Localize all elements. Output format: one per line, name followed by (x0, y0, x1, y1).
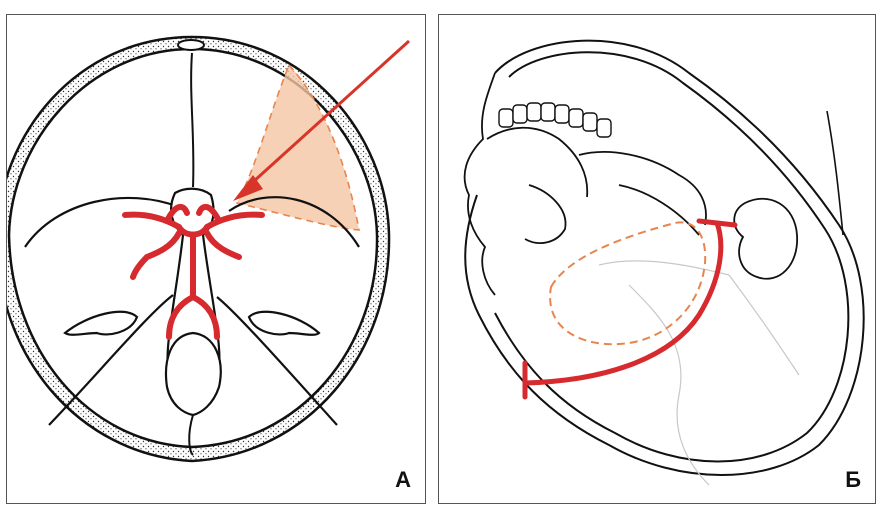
foramen-magnum (166, 333, 221, 415)
crista-galli (191, 53, 193, 187)
ear (734, 199, 797, 279)
face-profile (465, 73, 706, 295)
panel-label-b: Б (845, 467, 861, 493)
panel-b: Б (438, 14, 876, 504)
highlight-region (237, 65, 359, 230)
suture-lines (599, 261, 799, 485)
neck-line (827, 111, 843, 235)
head-position-diagram (439, 15, 877, 505)
dashed-region (550, 222, 705, 344)
panel-a: А (6, 14, 426, 504)
panel-label-a: А (395, 467, 411, 493)
frontal-foramen (178, 40, 204, 50)
teeth (499, 103, 611, 137)
skull-base-diagram (7, 15, 427, 505)
incision-line (525, 221, 735, 397)
